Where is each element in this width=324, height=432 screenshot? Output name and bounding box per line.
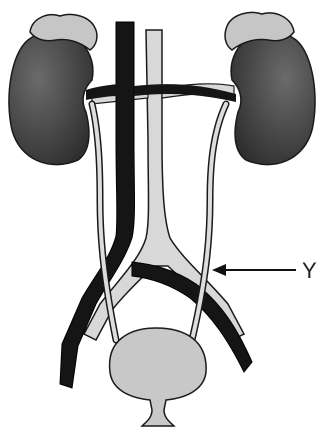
left-kidney [9,32,93,165]
urinary-bladder [110,328,207,426]
label-arrow-head [212,264,226,276]
right-kidney [231,32,315,165]
label-y: Y [302,258,317,283]
